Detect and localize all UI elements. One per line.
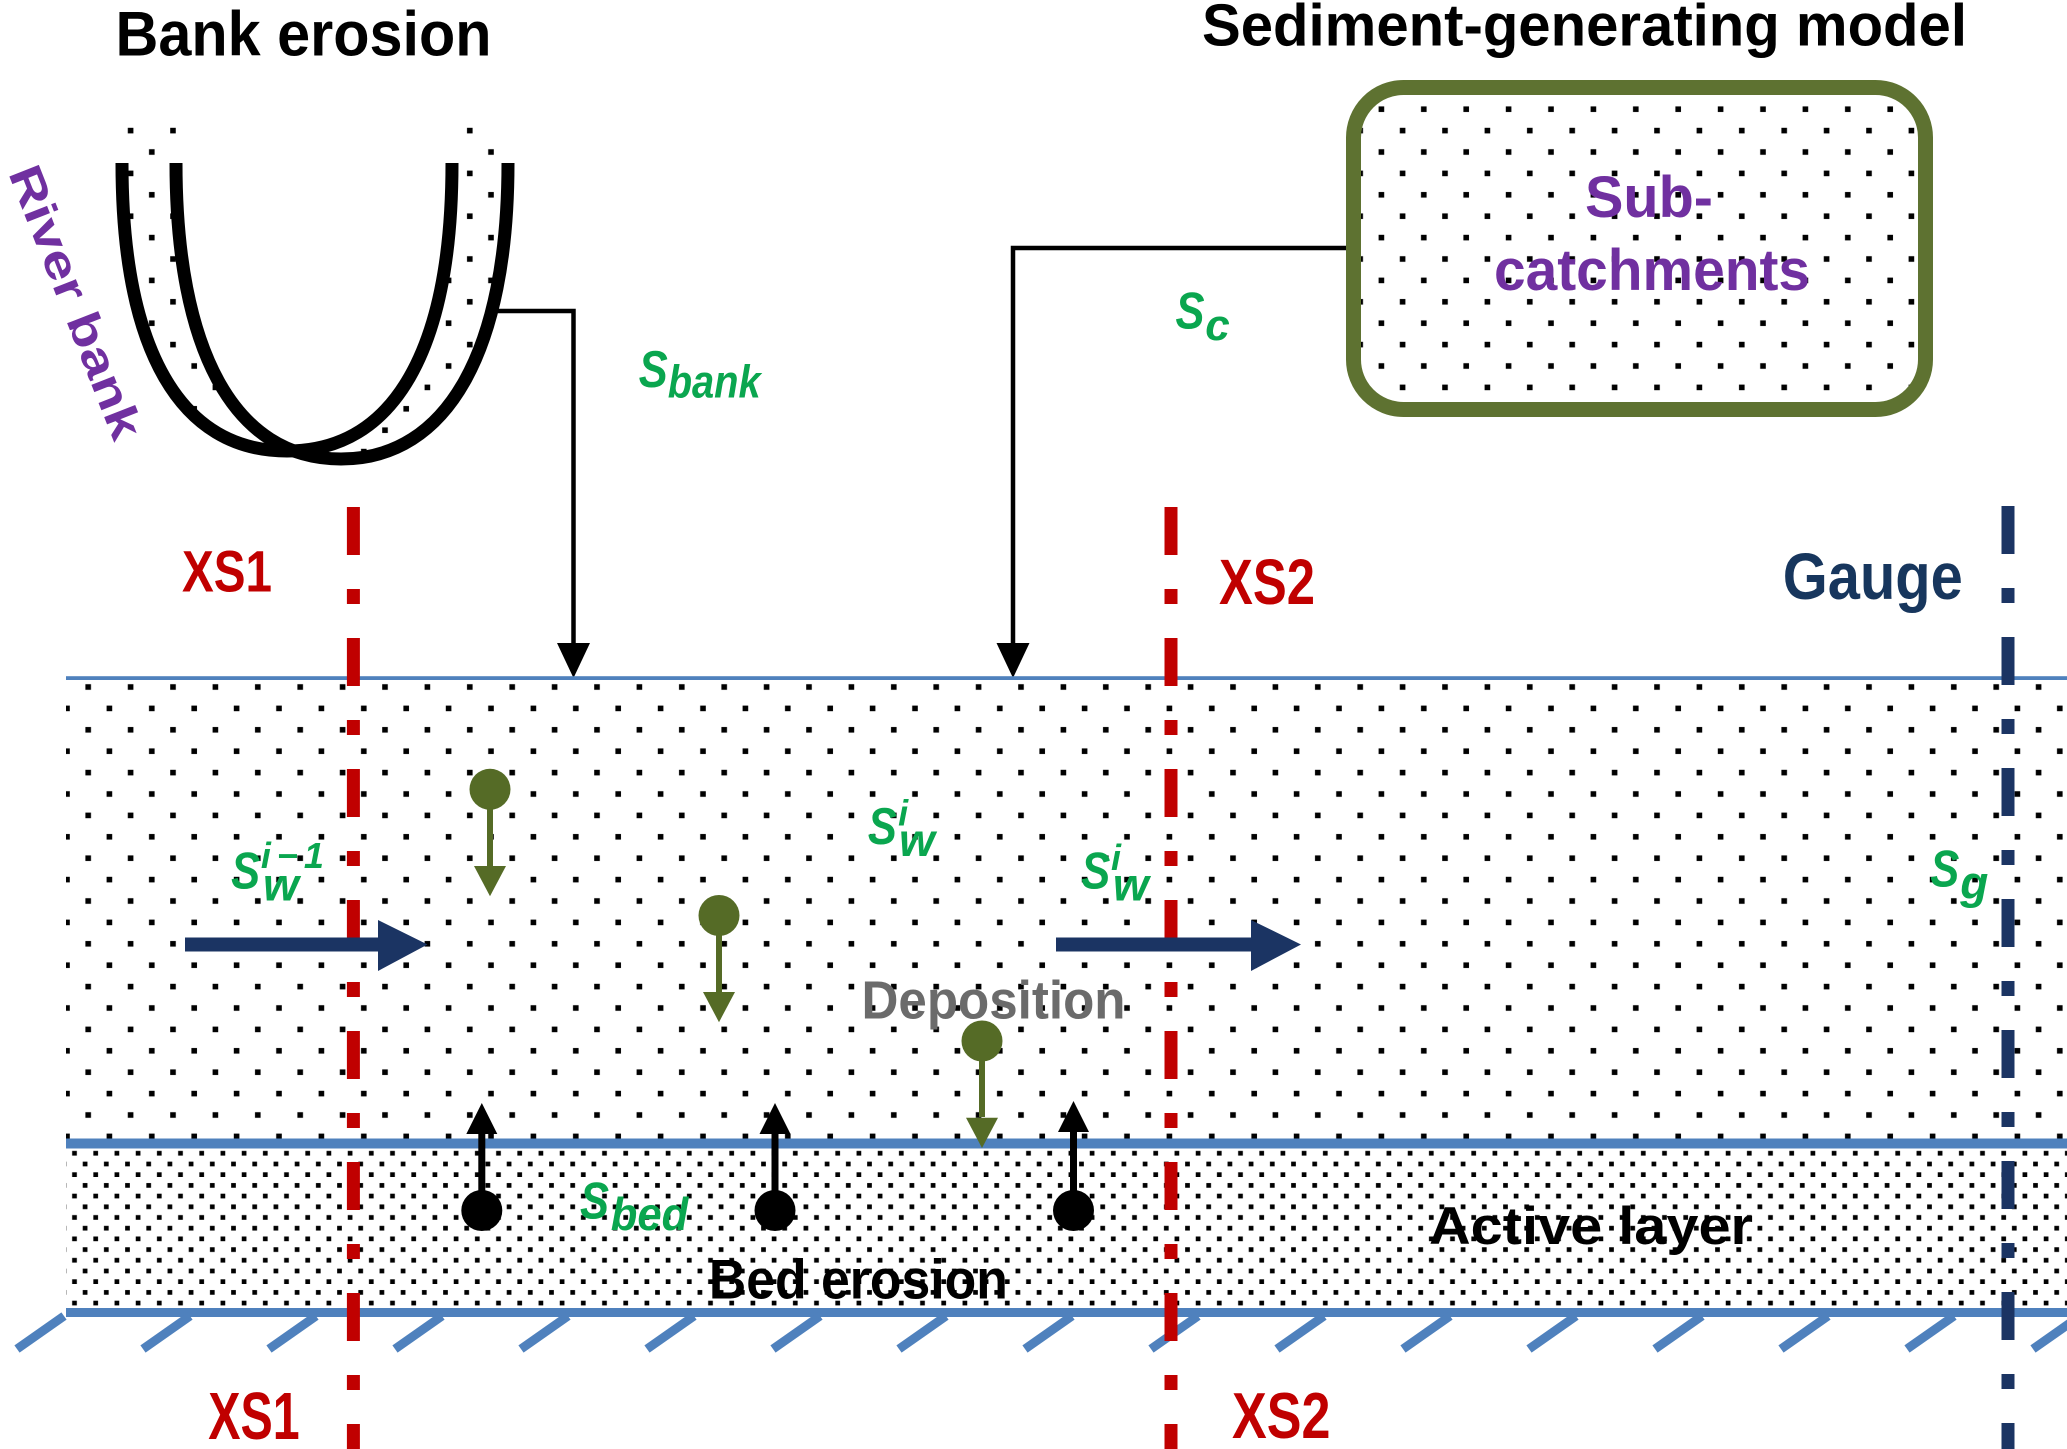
svg-text:w: w — [899, 814, 938, 866]
svg-text:Sub-: Sub- — [1585, 165, 1713, 230]
svg-text:S: S — [1176, 281, 1205, 339]
svg-text:bed: bed — [611, 1188, 689, 1240]
svg-text:bank: bank — [668, 356, 763, 408]
svg-text:S: S — [231, 842, 260, 900]
svg-text:catchments: catchments — [1494, 238, 1810, 303]
svg-text:Deposition: Deposition — [862, 970, 1126, 1030]
svg-text:i: i — [898, 793, 909, 834]
svg-text:XS1: XS1 — [182, 540, 272, 605]
svg-text:c: c — [1205, 301, 1229, 350]
svg-text:S: S — [639, 340, 668, 398]
svg-text:Active layer: Active layer — [1429, 1197, 1753, 1256]
svg-text:S: S — [1081, 841, 1110, 899]
svg-text:XS1: XS1 — [208, 1380, 299, 1449]
svg-text:Bank erosion: Bank erosion — [116, 0, 492, 70]
svg-text:g: g — [1959, 857, 1988, 909]
svg-text:XS2: XS2 — [1219, 546, 1315, 618]
svg-text:w: w — [263, 859, 302, 911]
svg-text:Bed erosion: Bed erosion — [709, 1248, 1008, 1311]
svg-text:S: S — [580, 1171, 609, 1229]
svg-text:i: i — [1111, 837, 1122, 878]
svg-text:Sediment-generating model: Sediment-generating model — [1202, 0, 1967, 59]
svg-text:S: S — [868, 797, 897, 855]
svg-text:XS2: XS2 — [1232, 1380, 1330, 1449]
svg-text:S: S — [1930, 840, 1959, 898]
svg-text:w: w — [1113, 859, 1152, 911]
svg-text:Gauge: Gauge — [1783, 539, 1963, 613]
